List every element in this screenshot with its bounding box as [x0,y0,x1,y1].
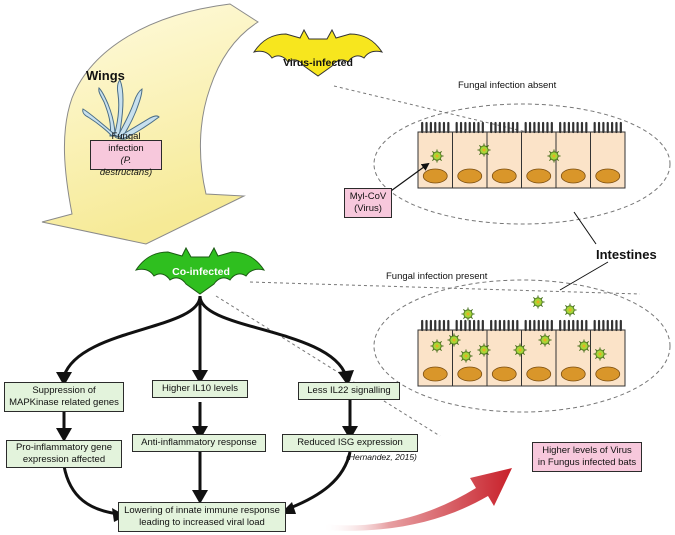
citation-label: (Hernandez, 2015) [346,452,417,462]
pro-inflammatory-line1: Pro-inflammatory gene [15,442,113,453]
higher-virus-line1: Higher levels of Virus [542,445,632,456]
higher-virus-box: Higher levels of Virus in Fungus infecte… [532,442,642,472]
microvilli [559,121,588,134]
nucleus [526,366,552,382]
myl-cov-line2: (Virus) [354,203,382,214]
microvilli [490,319,519,332]
arrow-pro-to-lowering [62,465,119,516]
nucleus [526,168,552,184]
pro-inflammatory-box: Pro-inflammatory gene expression affecte… [6,440,122,468]
arrow-isg-to-lowering [289,451,352,510]
microvilli [593,319,622,332]
virus-particle [593,347,607,361]
fungal-infection-line2: (P. destructans) [99,155,153,178]
fungal-infection-line1: Fungal infection [108,131,144,154]
microvilli [421,319,450,332]
virus-particle [477,143,491,157]
nucleus [457,168,483,184]
green-bat-icon [134,246,266,295]
fungal-infection-box: Fungal infection (P. destructans) [90,131,162,178]
nucleus [595,366,621,382]
il10-text: Higher IL10 levels [161,383,239,394]
virus-particle [563,303,577,317]
reduced-isg-text: Reduced ISG expression [297,437,403,448]
virus-particle [477,343,491,357]
virus-particle [547,149,561,163]
nucleus [457,366,483,382]
il22-text: Less IL22 signalling [307,385,391,396]
microvilli [524,319,553,332]
microvilli [421,121,450,134]
suppression-line2: MAPKinase related genes [9,397,119,408]
il22-box: Less IL22 signalling [298,382,400,400]
myl-cov-line1: Myl-CoV [349,191,387,202]
wings-label: Wings [86,68,125,83]
branch-arrow-right [198,295,348,377]
microvilli [455,121,484,134]
anti-inflammatory-text: Anti-inflammatory response [141,437,257,448]
virus-particle [513,343,527,357]
lowering-line1: Lowering of innate immune response [124,505,280,516]
microvilli [559,319,588,332]
virus-particle [459,349,473,363]
microvilli [490,121,519,134]
fungal-absent-label: Fungal infection absent [458,80,557,91]
suppression-box: Suppression of MAPKinase related genes [4,382,124,412]
virus-particles [430,143,607,363]
lowering-line2: leading to increased viral load [139,517,265,528]
myl-cov-box: Myl-CoV (Virus) [344,188,392,218]
virus-infected-label: Virus-infected [283,57,353,69]
il10-box: Higher IL10 levels [152,380,248,398]
virus-particle [531,295,545,309]
nucleus [560,366,586,382]
virus-particle [430,149,444,163]
nucleus [560,168,586,184]
higher-virus-line2: in Fungus infected bats [537,457,637,468]
pro-inflammatory-line2: expression affected [22,454,106,465]
anti-inflammatory-box: Anti-inflammatory response [132,434,266,452]
intestine-ellipse-present [373,279,671,413]
intestines-label: Intestines [596,247,657,262]
nucleus [422,366,448,382]
nucleus [491,168,517,184]
intestine-ellipse-absent [373,103,671,225]
suppression-line1: Suppression of [32,385,96,396]
microvilli [524,121,553,134]
virus-particle [447,333,461,347]
microvilli [455,319,484,332]
virus-particle [538,333,552,347]
co-infected-label: Co-infected [172,266,230,278]
nucleus [595,168,621,184]
lowering-box: Lowering of innate immune response leadi… [118,502,286,532]
fungus-icon [82,79,160,140]
branch-arrow-left [62,295,202,377]
virus-particle [461,307,475,321]
nucleus [491,366,517,382]
red-arrow [322,468,512,531]
virus-particle [430,339,444,353]
fungal-present-label: Fungal infection present [386,271,488,282]
yellow-bat-icon [252,28,384,77]
reduced-isg-box: Reduced ISG expression [282,434,418,452]
virus-particle [577,339,591,353]
intestinal-cells-absent [417,121,626,189]
nucleus [422,168,448,184]
microvilli [593,121,622,134]
